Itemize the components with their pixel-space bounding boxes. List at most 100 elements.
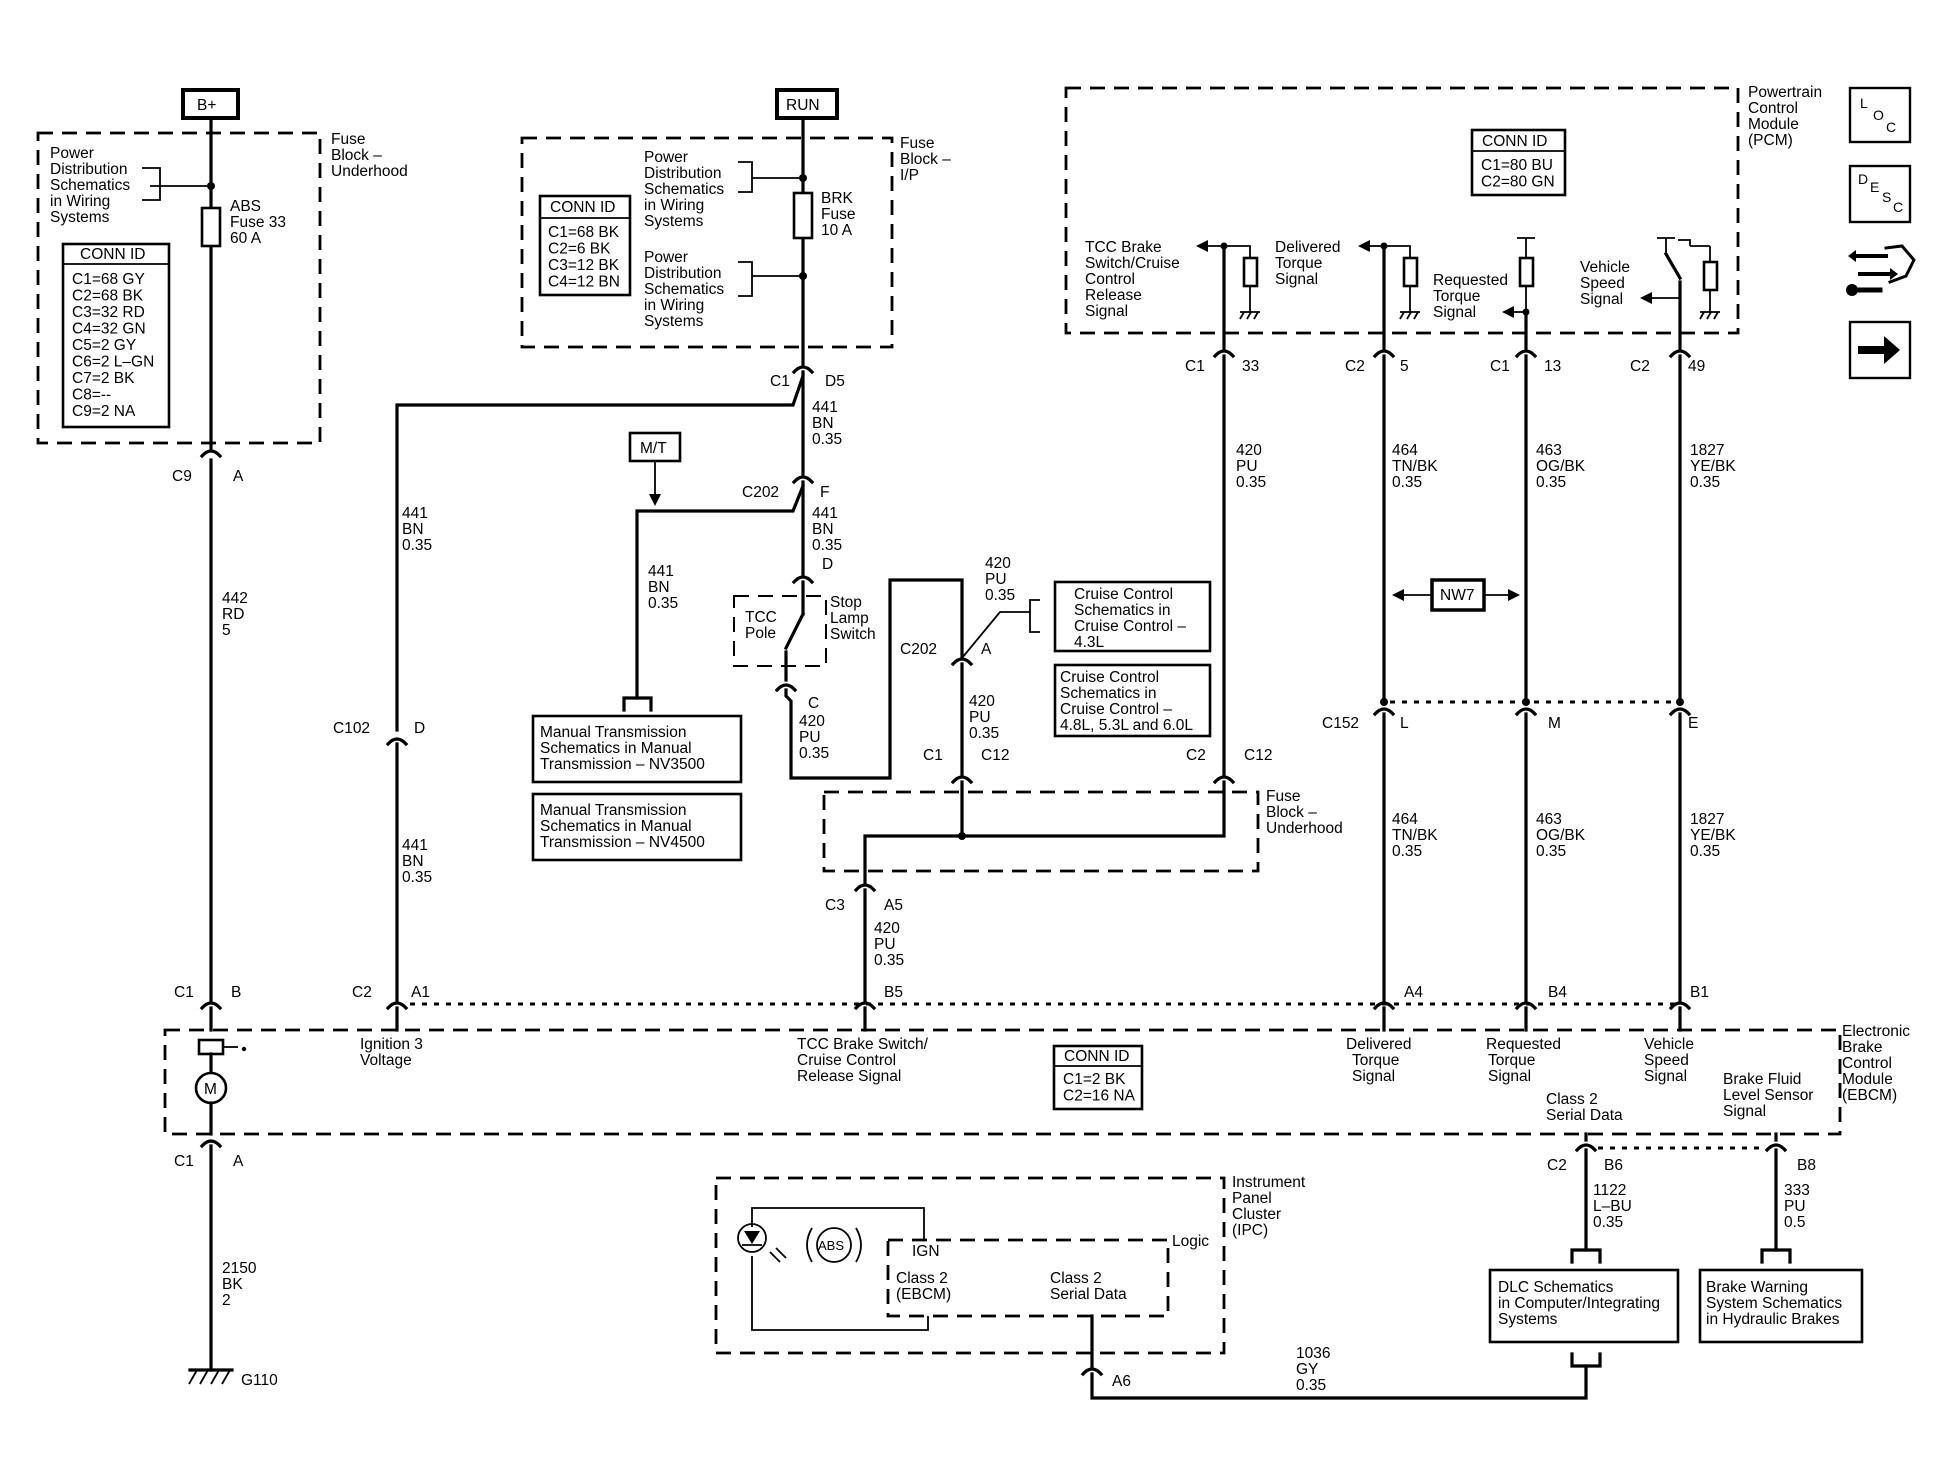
connector-c9 [199, 449, 223, 459]
wire-441-ign3 [395, 370, 805, 732]
pin-b6: B6 [1604, 1157, 1623, 1174]
svg-text:S: S [1882, 189, 1891, 205]
abs-indicator-led-icon [737, 1223, 787, 1263]
mt-ref-bracket [622, 696, 653, 712]
desc-icon[interactable]: D E S C [1848, 164, 1912, 224]
pin-c2-c12: C2 [1186, 747, 1206, 764]
ipc-logic-label: Logic [1172, 1233, 1209, 1250]
nw7-arrow-left [1392, 589, 1404, 601]
mt-arrow-head [649, 494, 661, 506]
connector-c152-m [1514, 707, 1538, 717]
relay-dot [241, 1046, 247, 1052]
cruise-ref-leader [961, 611, 1030, 659]
ground-g110-label: G110 [241, 1372, 278, 1389]
ref-dlc [1488, 1268, 1680, 1344]
conn-id-ebcm-title: CONN ID [1064, 1048, 1129, 1065]
pin-l: L [1400, 715, 1409, 732]
pin-m: M [1548, 715, 1561, 732]
abs-relay-coil [197, 1038, 225, 1056]
pcm-vss-res-link [1678, 239, 1691, 246]
pcm-del-ground-icon [1399, 311, 1420, 320]
c152-dot-e [1676, 698, 1684, 706]
connector-b8 [1764, 1143, 1788, 1153]
connector-c202-f [791, 475, 815, 485]
ipc-ign-label: IGN [912, 1243, 940, 1260]
connector-c202-a [950, 657, 974, 667]
connector-c1-d5 [791, 365, 815, 375]
bws-ref-bracket [1760, 1248, 1792, 1264]
conn-id-fuse-underhood [61, 242, 171, 429]
connector-stop-d [791, 575, 815, 585]
pin-a4: A4 [1404, 984, 1423, 1001]
pcm-req-node [1522, 308, 1530, 316]
connector-a4 [1372, 1001, 1396, 1011]
ipc-outline [714, 1176, 1226, 1355]
tcc-pole-outline [733, 595, 827, 667]
connector-c3-a5 [853, 883, 877, 893]
connector-pcm-33 [1212, 349, 1236, 359]
pin-b1: B1 [1690, 984, 1709, 1001]
pin-b: B [231, 984, 241, 1001]
loc-icon[interactable]: L O C [1848, 86, 1912, 144]
pin-pcm-49: 49 [1688, 358, 1705, 375]
dlc-ref-bracket-bottom [1570, 1352, 1602, 1368]
ipc-logic-outline [886, 1238, 1170, 1318]
pin-c9: C9 [172, 468, 192, 485]
svg-text:D: D [1858, 171, 1868, 187]
pin-d5: D5 [825, 373, 845, 390]
connector-pcm-5 [1372, 349, 1396, 359]
stop-switch-blade [783, 611, 806, 651]
pcm-del-res-lead [1384, 245, 1411, 258]
run-tag-label: RUN [786, 97, 820, 114]
wire-d-label: D [822, 556, 833, 573]
ref-cruise-48 [1053, 663, 1212, 738]
pin-f: F [820, 484, 829, 501]
connector-b4 [1514, 1001, 1538, 1011]
pcm-vss-switch [1663, 251, 1683, 281]
pin-c2-a1: C2 [352, 984, 372, 1001]
pin-c202-f: C202 [742, 484, 779, 501]
conn-id-pcm-title: CONN ID [1482, 133, 1547, 150]
connector-a6 [1080, 1367, 1104, 1377]
pin-pcm-c1a: C1 [1185, 358, 1205, 375]
fb2-splice [958, 832, 966, 840]
conn-id-fuse-ip [538, 194, 632, 297]
next-arrow-icon[interactable] [1848, 320, 1912, 380]
bplus-tag-label: B+ [197, 97, 216, 114]
pin-c1-c12: C1 [923, 747, 943, 764]
pin-a-c202: A [981, 641, 992, 658]
connector-icon[interactable] [1846, 244, 1916, 296]
connector-c1-c12 [950, 775, 974, 785]
pcm-del-arrow [1358, 240, 1370, 252]
pcm-tcc-resistor [1242, 256, 1259, 288]
pin-pcm-c2a: C2 [1345, 358, 1365, 375]
connector-b5 [853, 1001, 877, 1011]
pin-pcm-5: 5 [1400, 358, 1409, 375]
ipc-ign-link [751, 1207, 925, 1240]
